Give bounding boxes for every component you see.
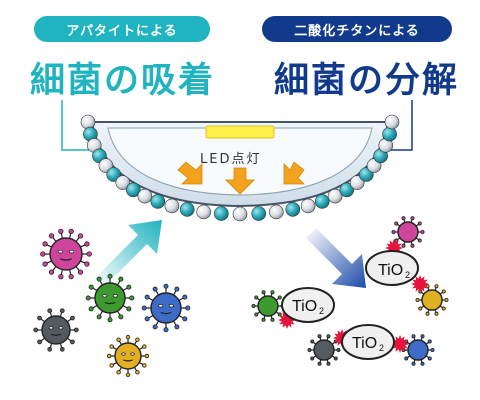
tio2-label-bottom: TiO (352, 335, 377, 352)
light-arrow-left (177, 161, 203, 185)
adsorption-arrow (95, 220, 162, 287)
tio2-subscript-bottom: 2 (379, 343, 384, 353)
decomposing-bacteria-dark (307, 334, 341, 366)
bacteria-green (85, 273, 135, 323)
tio2-ellipse-bottom: TiO 2 (341, 324, 395, 360)
tio2-ellipse-middle: TiO 2 (281, 287, 335, 323)
decomposing-bacteria-green (251, 290, 285, 322)
decomposition-burst-3 (411, 275, 429, 293)
bead-gray (137, 188, 153, 204)
led-light (205, 125, 275, 139)
decomposing-bacteria-yellow (415, 284, 449, 316)
decomposition-burst-2 (385, 239, 403, 257)
apatite-beads (80, 114, 400, 222)
bacteria-blue (141, 283, 191, 333)
bead-gray (164, 198, 180, 214)
bead-teal (251, 206, 267, 221)
light-arrows (177, 161, 305, 195)
decomposition-burst-5 (391, 335, 409, 353)
apatite-tag: アパタイトによる (34, 16, 210, 42)
bacteria-yellow (106, 334, 150, 378)
adsorption-heading: 細菌の吸着 (30, 61, 216, 101)
light-arrow-center (225, 167, 255, 195)
bead-teal (339, 182, 355, 198)
bacteria-dark (33, 308, 79, 352)
bead-gray (196, 204, 211, 220)
bead-gray (327, 188, 343, 204)
bead-teal (214, 206, 229, 221)
decomposition-burst-1 (278, 311, 296, 329)
bead-teal (285, 202, 301, 217)
bead-gray (300, 198, 316, 214)
decomposition-arrow (306, 228, 366, 288)
left-callout-line (61, 100, 96, 151)
led-on-label: LED点灯 (200, 152, 262, 167)
bacteria-pink (40, 228, 92, 280)
bacteria-group (33, 216, 449, 378)
tio2-ellipse-top: TiO 2 (365, 250, 419, 286)
bead-teal (126, 182, 141, 198)
bead-teal (314, 194, 330, 209)
light-arrow-right (283, 161, 305, 185)
decomposition-heading: 細菌の分解 (274, 61, 460, 101)
tio2-label-middle: TiO (292, 298, 317, 315)
decomposing-bacteria-blue (401, 334, 435, 366)
bead-gray (115, 175, 131, 190)
tio2-subscript-middle: 2 (319, 306, 324, 316)
decomposing-bacteria-pink (391, 216, 425, 248)
lamp-inner-shade (107, 127, 373, 196)
bead-teal (150, 194, 166, 209)
right-callout-line (384, 100, 413, 151)
bead-gray (268, 204, 284, 220)
titanium-dioxide-tag: 二酸化チタンによる (262, 16, 452, 42)
bead-gray (232, 206, 248, 222)
bead-teal (382, 126, 397, 142)
bead-gray (80, 114, 96, 130)
tio2-label-top: TiO (378, 262, 403, 279)
tio2-subscript-top: 2 (405, 270, 410, 280)
bead-gray (384, 114, 400, 130)
bead-teal (179, 202, 195, 217)
